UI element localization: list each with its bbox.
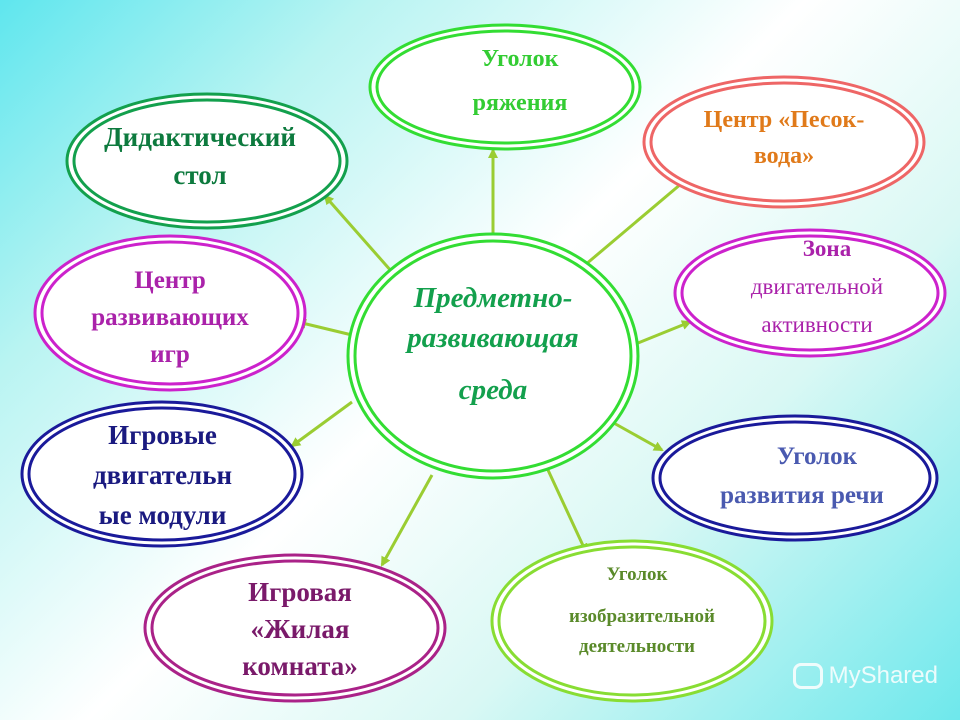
arrow-to-motor-modules [290, 400, 353, 448]
dressing-line-2: ряжения [472, 90, 568, 116]
speech-line-1: Уголок [776, 443, 858, 470]
center-line-2: развивающая [407, 322, 579, 354]
art-line-1: Уголок [606, 564, 668, 585]
ellipse-didactic [65, 92, 349, 230]
games-center-line-2: развивающих [91, 304, 249, 331]
node-motor-zone: Зона двигательной активности [712, 230, 922, 344]
node-motor-modules: Игровые двигательн ые модули [50, 415, 275, 535]
node-games-center: Центр развивающих игр [55, 262, 285, 373]
node-sand-water: Центр «Песок- вода» [664, 102, 904, 174]
arrow-to-motor-zone [637, 320, 692, 345]
node-living-room: Игровая «Жилая комната» [185, 574, 415, 685]
living-room-line-1: Игровая [248, 577, 352, 607]
art-line-2: изобразительной [569, 606, 715, 627]
didactic-line-1: Дидактический [104, 122, 296, 152]
dressing-line-1: Уголок [481, 46, 559, 72]
node-speech: Уголок развития речи [687, 437, 917, 515]
ellipse-art [490, 539, 774, 703]
ellipse-dressing [368, 23, 642, 151]
motor-zone-line-3: активности [761, 312, 873, 337]
games-center-line-1: Центр [134, 267, 206, 294]
center-line-1: Предметно- [413, 282, 573, 314]
games-center-line-3: игр [150, 341, 190, 368]
arrow-to-art [546, 469, 588, 554]
sand-water-line-2: вода» [753, 143, 815, 169]
motor-modules-line-3: ые модули [98, 500, 227, 530]
node-dressing: Уголок ряжения [410, 44, 630, 118]
node-art: Уголок изобразительной деятельности [527, 562, 757, 660]
arrows [290, 148, 692, 567]
ellipse-living-room [143, 553, 447, 703]
ellipse-center [346, 232, 640, 480]
arrow-to-sand-water [584, 176, 690, 267]
living-room-line-2: «Жилая [250, 614, 350, 644]
ellipse-speech [651, 414, 939, 542]
didactic-line-2: стол [173, 160, 227, 190]
art-line-3: деятельности [579, 636, 695, 657]
motor-zone-line-1: Зона [802, 236, 852, 261]
motor-zone-line-2: двигательной [750, 274, 884, 299]
speech-line-2: развития речи [720, 482, 884, 509]
arrow-to-speech [611, 420, 664, 452]
living-room-line-3: комната» [242, 651, 358, 681]
ellipse-motor-modules [20, 400, 304, 548]
motor-modules-line-1: Игровые [108, 420, 217, 450]
ellipse-sand-water [642, 75, 926, 209]
watermark-text: MyShared [828, 662, 938, 689]
sand-water-line-1: Центр «Песок- [703, 107, 865, 133]
arrow-to-games-center [296, 319, 353, 337]
ellipse-games-center [33, 234, 307, 392]
watermark: MyShared [792, 662, 938, 690]
node-didactic: Дидактический стол [80, 118, 320, 194]
center-line-3: среда [458, 374, 528, 406]
motor-modules-line-2: двигательн [92, 460, 233, 490]
ellipse-motor-zone [673, 228, 947, 358]
myshared-logo-icon [792, 663, 823, 689]
arrow-to-living-room [380, 474, 434, 567]
center-label: Предметно- развивающая среда [373, 278, 613, 410]
arrow-to-didactic [323, 194, 394, 273]
